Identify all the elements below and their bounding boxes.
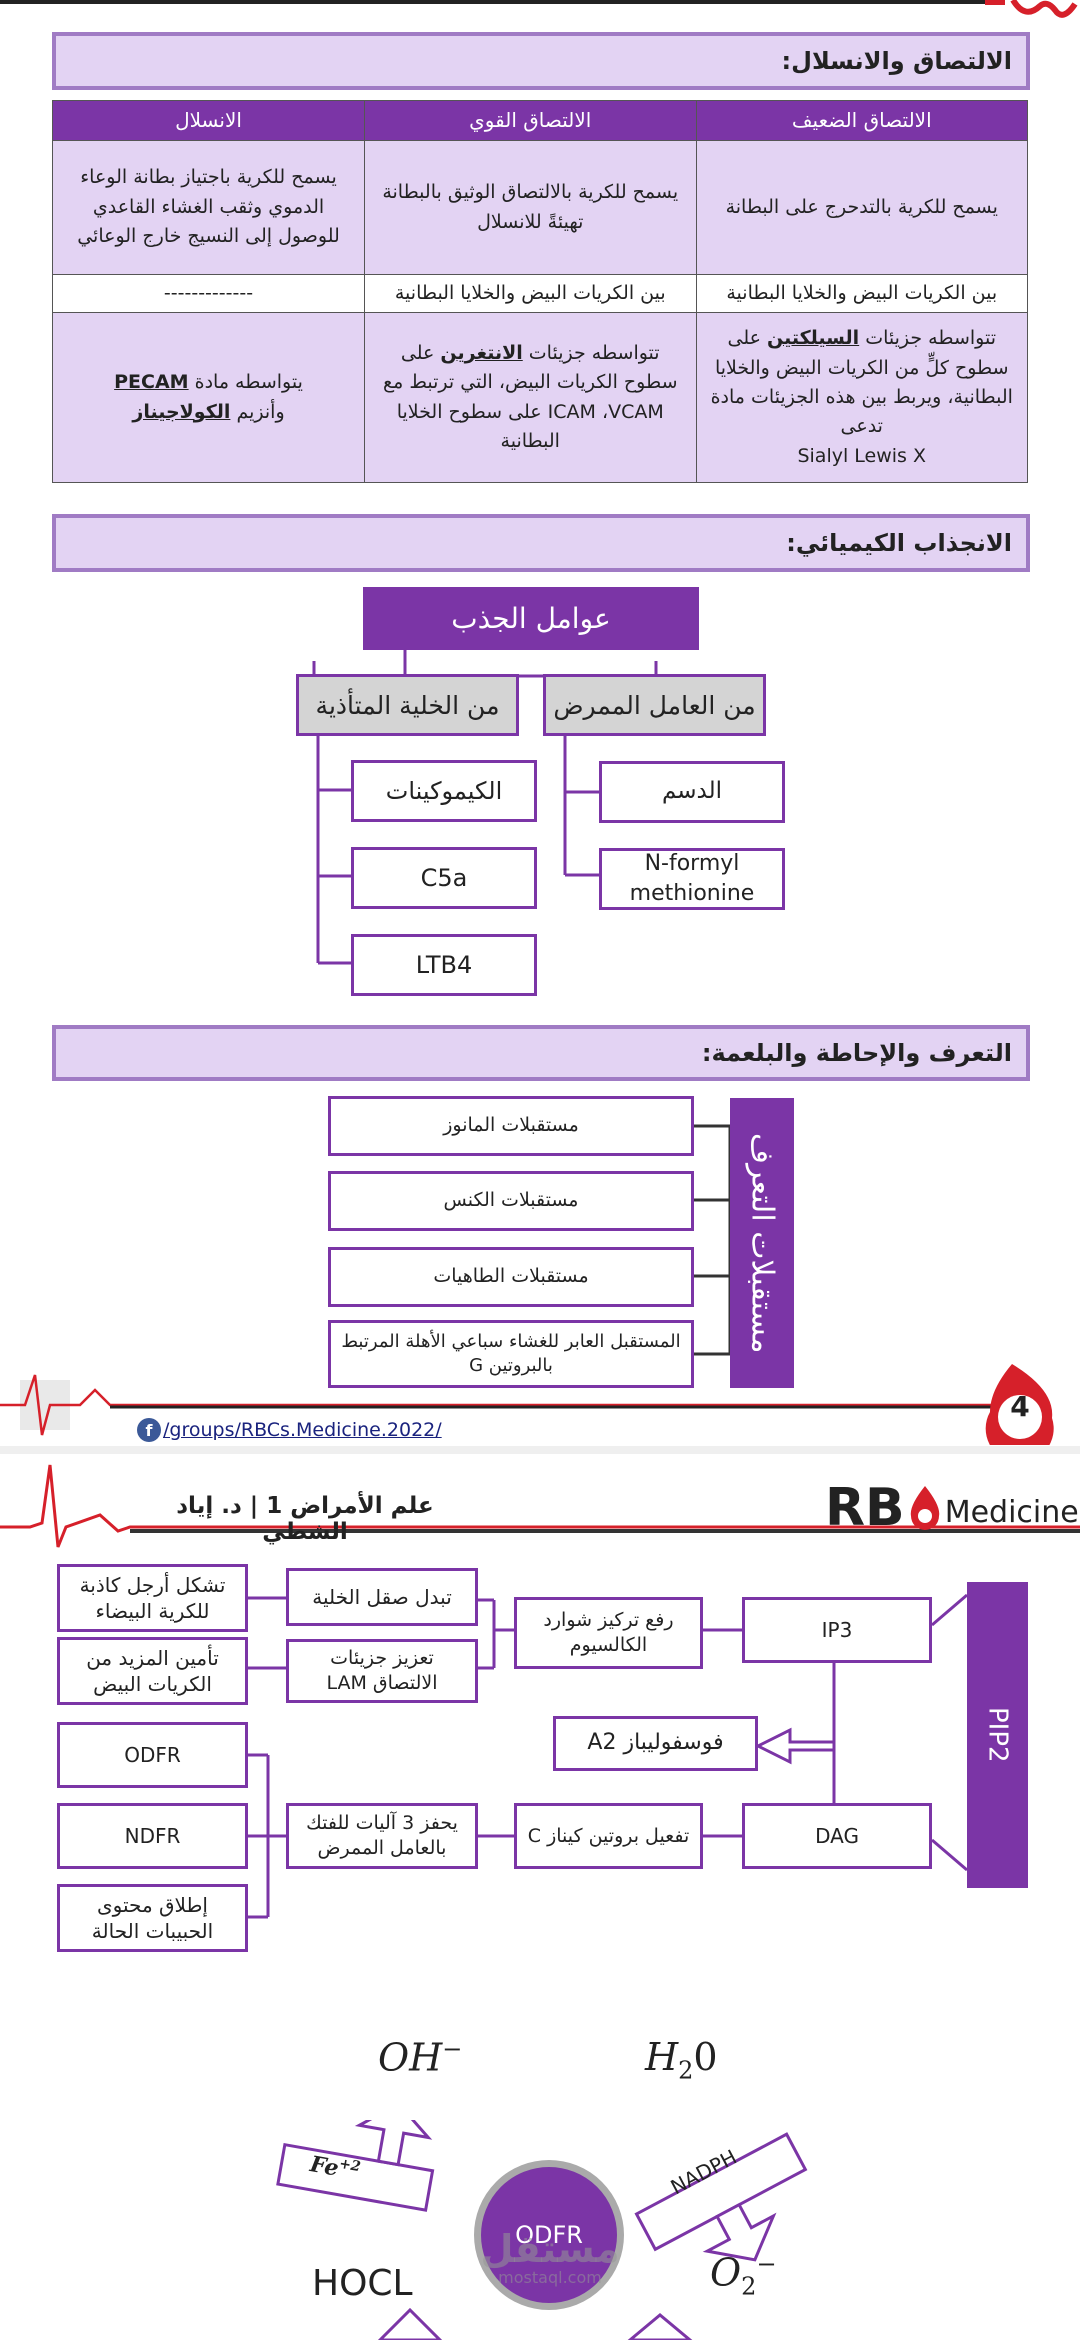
weak-desc: يسمح للكرية بالتدحرج على البطانة	[695, 140, 1028, 275]
blood-drop-icon	[910, 1486, 939, 1530]
attractants-root-box: عوامل الجذب	[363, 587, 699, 650]
superoxide-label: O2−	[710, 2250, 777, 2301]
chemotaxis-title-text: الانجذاب الكيميائي:	[786, 529, 1012, 557]
flow-connectors	[248, 1593, 968, 1919]
watermark: مستقل mostaql.com	[480, 2227, 620, 2287]
sialyl-lewis: Sialyl Lewis X	[797, 444, 927, 467]
pseudopod-box: تشكل أرجل كاذبة للكرية البيضاء	[57, 1564, 248, 1632]
ltb4-box: LTB4	[351, 934, 537, 996]
pip2-box: PIP2	[967, 1582, 1028, 1888]
facebook-icon: f	[137, 1418, 161, 1442]
phospholipase-arrow-icon	[754, 1727, 836, 1765]
ecg-line-footer	[0, 1364, 1054, 1445]
from-host-box: من الخلية المتأذية	[296, 674, 519, 736]
pkc-box: تفعيل بروتين كيناز C	[514, 1803, 703, 1869]
scavenger-receptors-box: مستقبلات الكنس	[328, 1171, 694, 1231]
strong-mediator: تتواسطه جزيئات الانتغرين على سطوح الكريا…	[364, 312, 697, 483]
ip3-box: IP3	[742, 1597, 932, 1663]
odfr-circle: ODFR	[474, 2160, 624, 2310]
page-separator	[0, 1446, 1080, 1454]
rbc-medicine-logo: RB Medicine	[825, 1478, 1079, 1538]
hydroxide-label: OH−	[378, 2035, 463, 2080]
weak-between: بين الكريات البيض والخلايا البطانية	[695, 273, 1028, 314]
mannose-receptors-box: مستقبلات المانوز	[328, 1096, 694, 1156]
more-wbc-box: تأمين المزيد من الكريات البيض	[57, 1637, 248, 1705]
integrin-term: الانتغرين	[440, 341, 523, 364]
page-number: 4	[1010, 1390, 1030, 1423]
granules-box: إطلاق محتوى الحبيبات الحالة	[57, 1884, 248, 1952]
col-migration: الانسلال	[52, 100, 365, 141]
water-label: H20	[645, 2035, 718, 2085]
cell-polish-box: تبدل صقل الخلية	[286, 1568, 478, 1626]
chemotaxis-section-title: الانجذاب الكيميائي:	[52, 514, 1030, 572]
ndfr-box: NDFR	[57, 1803, 248, 1869]
strong-between: بين الكريات البيض والخلايا البطانية	[364, 273, 697, 314]
cycle-arrows	[276, 2120, 808, 2340]
recognition-title-text: التعرف والإحاطة والبلعمة:	[701, 1039, 1012, 1067]
lipids-box: الدسم	[599, 761, 785, 823]
opsonin-receptors-box: مستقبلات الطاهيات	[328, 1247, 694, 1307]
calcium-box: رفع تركيز شوارد الكالسيوم	[514, 1597, 703, 1669]
top-logo-fragment	[985, 0, 1080, 22]
course-title: علم الأمراض 1 | د. إياد الشطي	[176, 1493, 434, 1545]
dag-box: DAG	[742, 1803, 932, 1869]
n-formyl-methionine-box: N-formyl methionine	[599, 848, 785, 910]
hocl-label: HOCL	[312, 2263, 413, 2304]
recognition-section-title: التعرف والإحاطة والبلعمة:	[52, 1025, 1030, 1081]
top-border	[0, 0, 1000, 4]
migration-between: -------------	[52, 273, 365, 314]
adhesion-section-title: الالتصاق والانسلال:	[52, 32, 1030, 90]
migration-desc: يسمح للكرية باجتياز بطانة الوعاء الدموي …	[52, 140, 365, 275]
adhesion-table: الالتصاق الضعيف الالتصاق القوي الانسلال …	[52, 100, 1028, 483]
selectin-term: السيلكتين	[767, 327, 860, 350]
chemokines-box: الكيموكينات	[351, 760, 537, 822]
migration-mediator: يتواسطه مادة PECAM وأنزيم الكولاجيناز	[52, 312, 365, 483]
from-pathogen-box: من العامل الممرض	[543, 674, 766, 736]
adhesion-boost-box: تعزيز جزيئات الالتصاق LAM	[286, 1639, 478, 1703]
ecg-line-header	[0, 1464, 1080, 1548]
facebook-link-row[interactable]: f /groups/RBCs.Medicine.2022/	[137, 1416, 442, 1444]
phospholipase-a2-box: فوسفوليباز A2	[553, 1716, 758, 1771]
g-protein-receptor-box: المستقبل العابر للغشاء سباعي الأهلة المر…	[328, 1320, 694, 1388]
c5a-box: C5a	[351, 847, 537, 909]
chemotaxis-connectors	[312, 650, 658, 965]
col-strong-adhesion: الالتصاق القوي	[364, 100, 697, 141]
strong-desc: يسمح للكرية بالالتصاق الوثيق بالبطانة ته…	[364, 140, 697, 275]
facebook-group-link[interactable]: /groups/RBCs.Medicine.2022/	[163, 1419, 442, 1441]
adhesion-title-text: الالتصاق والانسلال:	[781, 47, 1012, 75]
kill-mechanisms-box: يحفز 3 آليات للفتك بالعامل الممرض	[286, 1803, 478, 1869]
weak-mediator: تتواسطه جزيئات السيلكتين على سطوح كلٍّ م…	[695, 312, 1028, 483]
pecam-term: PECAM	[114, 371, 189, 394]
recognition-receptors-label: مستقبلات التعرف	[730, 1098, 794, 1388]
collagenase-term: الكولاجيناز	[132, 400, 231, 423]
odfr-box: ODFR	[57, 1722, 248, 1788]
